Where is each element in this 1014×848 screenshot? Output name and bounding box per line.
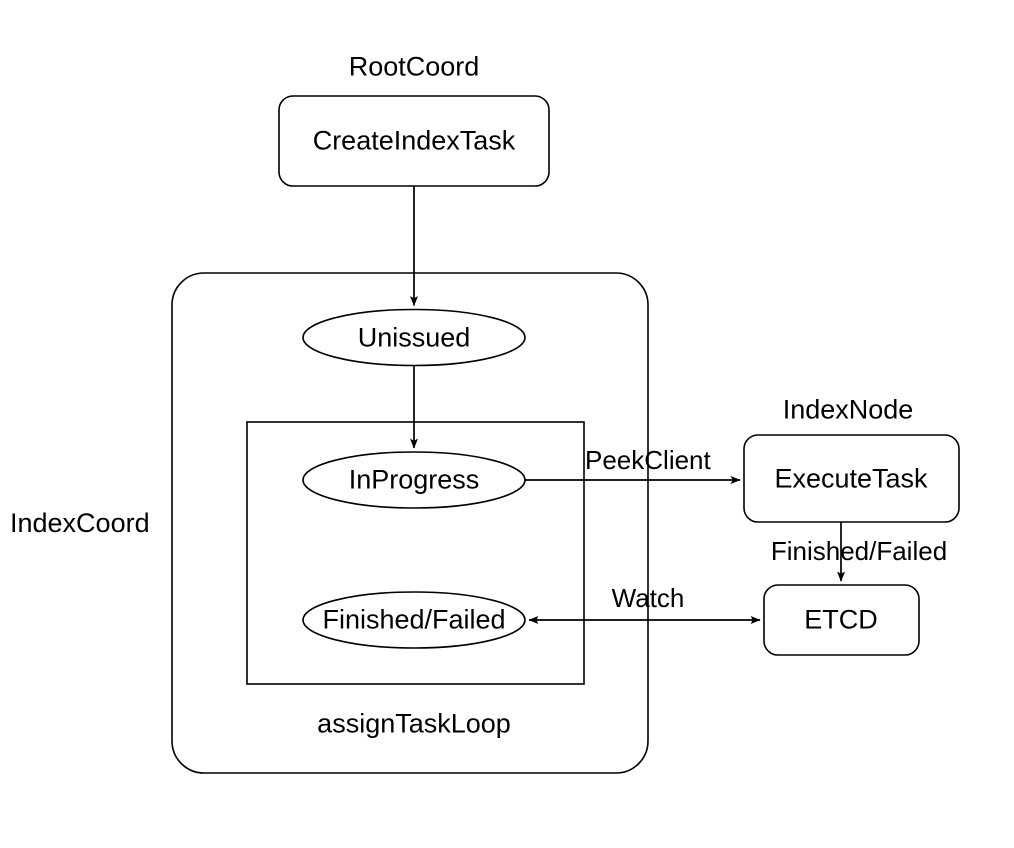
group-label-indexcoord: IndexCoord — [10, 508, 150, 538]
node-label-create-index-task: CreateIndexTask — [312, 125, 516, 156]
group-label-indexnode: IndexNode — [782, 394, 914, 425]
edge-label-finished-failed: Finished/Failed — [770, 536, 948, 566]
node-label-execute-task: ExecuteTask — [774, 463, 928, 494]
node-label-finished-failed: Finished/Failed — [322, 604, 506, 635]
node-etcd-shape[interactable] — [763, 584, 920, 656]
node-label-unissued: Unissued — [357, 322, 471, 353]
edge-label-peek-client: PeekClient — [585, 445, 711, 475]
node-label-etcd: ETCD — [804, 604, 878, 635]
group-label-rootcoord: RootCoord — [348, 51, 480, 82]
node-execute-task-shape[interactable] — [743, 434, 960, 523]
node-finished-failed-shape[interactable] — [302, 591, 526, 649]
node-label-in-progress: InProgress — [348, 464, 480, 495]
edge-label-watch: Watch — [611, 583, 685, 613]
group-label-assign-task-loop: assignTaskLoop — [317, 708, 511, 739]
